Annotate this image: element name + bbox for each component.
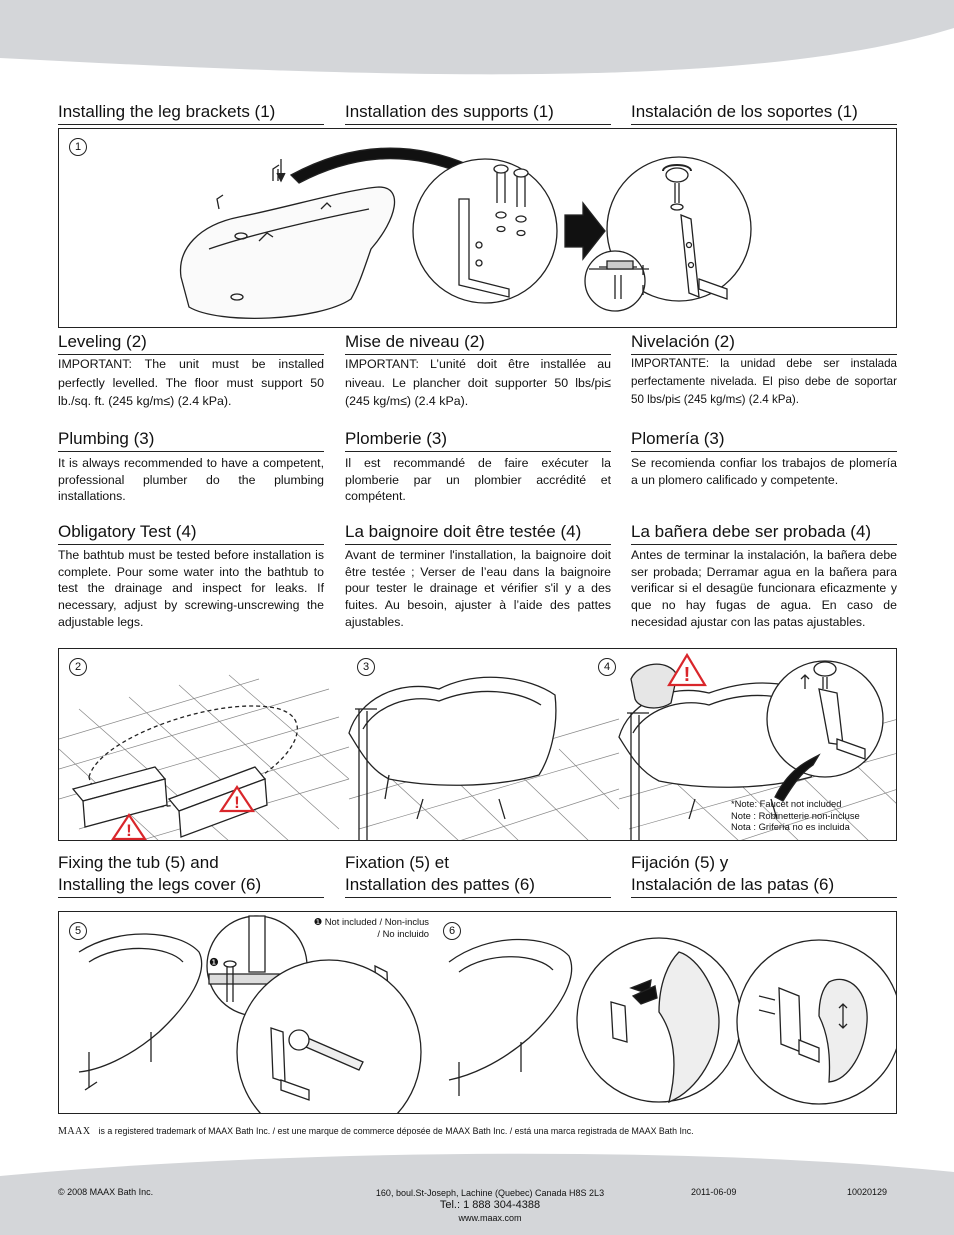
heading-leveling-en: Leveling (2) <box>58 331 324 355</box>
heading-fixing-en-line2: Installing the legs cover (6) <box>58 875 262 894</box>
footer-copyright: © 2008 MAAX Bath Inc. <box>58 1187 154 1197</box>
heading-fixing-fr-line1: Fixation (5) et <box>345 853 449 872</box>
text-leveling-en: IMPORTANT: The unit must be installed pe… <box>58 357 324 408</box>
footer-address: 160, boul.St-Joseph, Lachine (Quebec) Ca… <box>375 1188 605 1198</box>
not-included-marker: ❶ <box>209 957 219 969</box>
text-test-fr: Avant de terminer l'installation, la bai… <box>345 548 611 629</box>
heading-leg-brackets-fr: Installation des supports (1) <box>345 101 611 125</box>
step-number-2: 2 <box>69 658 87 676</box>
step-number-4: 4 <box>598 658 616 676</box>
step-number-3: 3 <box>357 658 375 676</box>
illustration-panel-1: 1 <box>58 128 897 328</box>
leveling-plumbing-test-illustration: ! ! ! <box>59 652 896 840</box>
heading-leg-brackets-en: Installing the leg brackets (1) <box>58 101 324 125</box>
text-plumbing-es: Se recomienda confiar los trabajos de pl… <box>631 456 897 487</box>
heading-test-es: La bañera debe ser probada (4) <box>631 521 897 545</box>
heading-fixing-en-line1: Fixing the tub (5) and <box>58 853 219 872</box>
not-included-note-line1: ❶ Not included / Non-inclus <box>313 916 429 927</box>
footer-band <box>0 1153 954 1235</box>
illustration-panel-3: 5 6 ❶ Not included / Non-inclus / No inc… <box>58 911 897 1114</box>
text-plumbing-fr: Il est recommandé de faire exécuter la p… <box>345 456 611 504</box>
trademark-line: MAAX is a registered trademark of MAAX Ba… <box>58 1126 694 1137</box>
heading-plumbing-es: Plomería (3) <box>631 428 897 452</box>
faucet-note-en: *Note: Faucet not included <box>731 798 842 809</box>
heading-leg-brackets-es: Instalación de los soportes (1) <box>631 101 897 125</box>
step-number-6: 6 <box>443 922 461 940</box>
step-number-5: 5 <box>69 922 87 940</box>
heading-fixing-en: Fixing the tub (5) and Installing the le… <box>58 852 324 898</box>
svg-text:!: ! <box>126 821 132 840</box>
faucet-note: *Note: Faucet not included Note : Robine… <box>731 798 860 833</box>
heading-fixing-fr: Fixation (5) et Installation des pattes … <box>345 852 611 898</box>
warning-triangle-icon: ! <box>667 652 707 687</box>
trademark-text: is a registered trademark of MAAX Bath I… <box>98 1126 694 1136</box>
heading-fixing-es-line1: Fijación (5) y <box>631 853 729 872</box>
svg-text:!: ! <box>684 664 691 686</box>
warning-triangle-icon: ! <box>218 785 256 813</box>
text-leveling-fr: IMPORTANT: L’unité doit être installée a… <box>345 357 611 408</box>
footer-date: 2011-06-09 <box>691 1187 737 1197</box>
text-plumbing-en: It is always recommended to have a compe… <box>58 456 324 504</box>
header-band <box>0 0 954 75</box>
heading-leveling-fr: Mise de niveau (2) <box>345 331 611 355</box>
footer-website[interactable]: www.maax.com <box>458 1213 522 1223</box>
heading-fixing-es-line2: Instalación de las patas (6) <box>631 875 835 894</box>
faucet-note-es: Nota : Grifería no es incluida <box>731 821 850 833</box>
fixing-legs-illustration <box>78 915 896 1113</box>
heading-plumbing-fr: Plomberie (3) <box>345 428 611 452</box>
heading-fixing-es: Fijación (5) y Instalación de las patas … <box>631 852 897 898</box>
heading-test-en: Obligatory Test (4) <box>58 521 324 545</box>
text-leveling-es: IMPORTANTE: la unidad debe ser instalada… <box>631 357 897 406</box>
tub-outline <box>179 186 396 319</box>
maax-logo: MAAX <box>58 1126 91 1137</box>
text-test-es: Antes de terminar la instalación, la bañ… <box>631 548 897 629</box>
heading-leveling-es: Nivelación (2) <box>631 331 897 355</box>
not-included-note-line2: / No incluido <box>377 927 429 939</box>
leg-brackets-illustration <box>179 147 752 319</box>
svg-text:!: ! <box>234 793 240 812</box>
not-included-note: ❶ Not included / Non-inclus / No incluid… <box>293 916 429 939</box>
step-number-1: 1 <box>69 138 87 156</box>
footer-contact: 160, boul.St-Joseph, Lachine (Quebec) Ca… <box>300 1187 680 1224</box>
footer-doc-code: 10020129 <box>847 1187 888 1197</box>
faucet-note-fr: Note : Robinetterie non-incluse <box>731 809 860 821</box>
heading-test-fr: La baignoire doit être testée (4) <box>345 521 611 545</box>
warning-triangle-icon: ! <box>111 813 147 840</box>
heading-plumbing-en: Plumbing (3) <box>58 428 324 452</box>
illustration-panel-2: ! ! ! 2 3 4 *Note: Faucet not included N… <box>58 648 897 841</box>
heading-fixing-fr-line2: Installation des pattes (6) <box>345 875 535 894</box>
text-test-en: The bathtub must be tested before instal… <box>58 548 324 629</box>
footer-tel: Tel.: 1 888 304-4388 <box>439 1199 541 1211</box>
